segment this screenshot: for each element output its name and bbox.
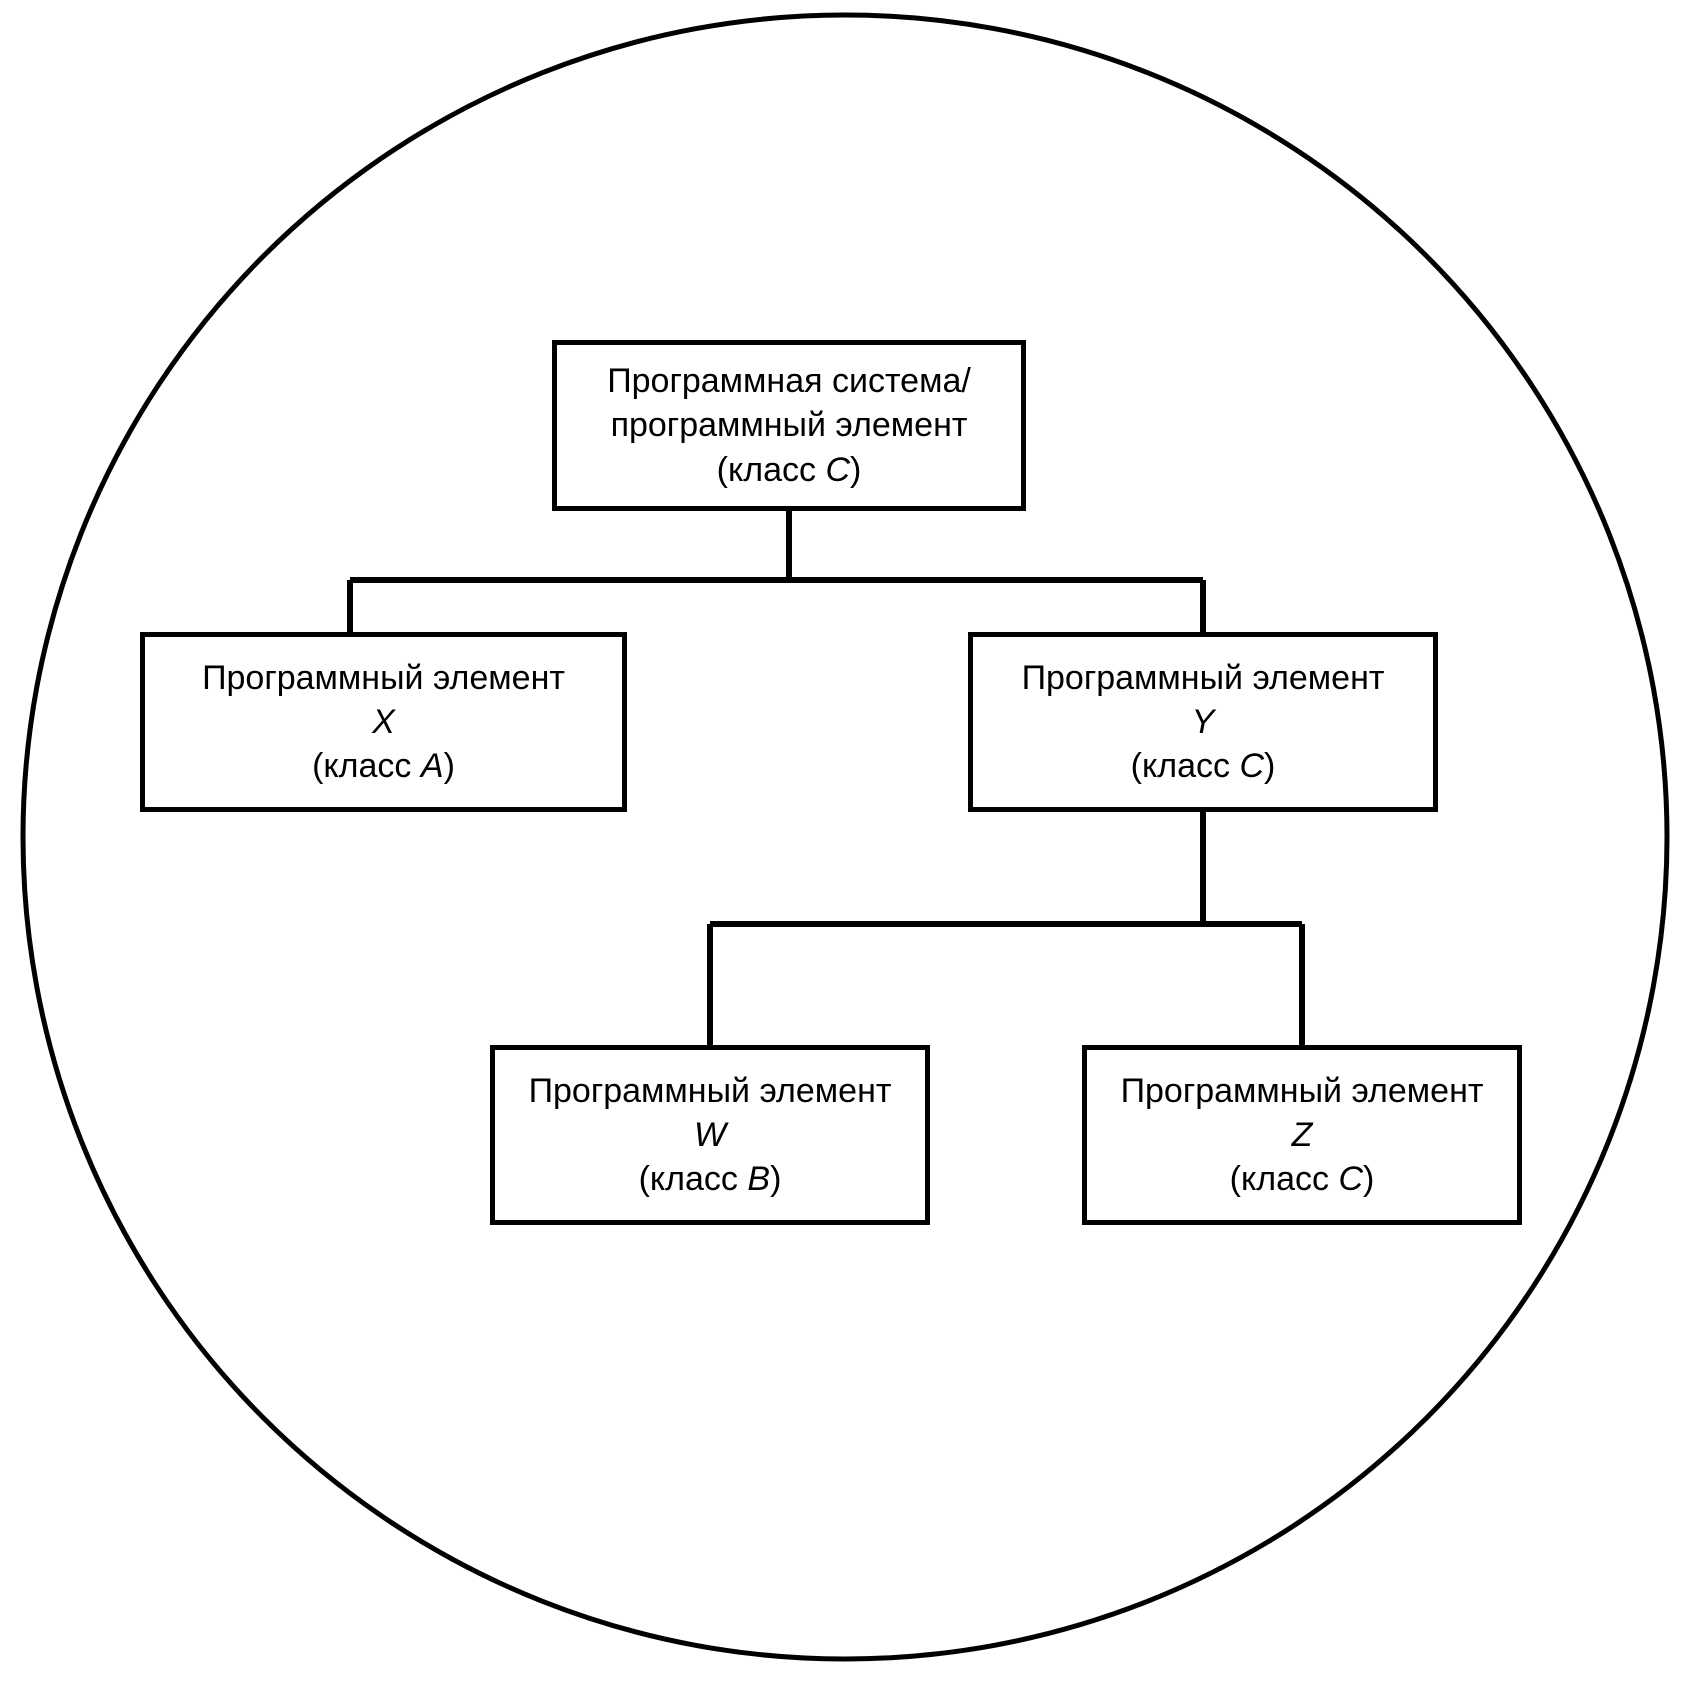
- node-element-y[interactable]: Программный элемент Y (класс C): [968, 632, 1438, 812]
- node-w-identifier: W: [693, 1115, 727, 1154]
- edge-root-to-children: [347, 511, 1206, 634]
- node-root-line-1: Программная система/: [607, 362, 971, 401]
- node-software-system[interactable]: Программная система/ программный элемент…: [552, 340, 1026, 511]
- node-element-w[interactable]: Программный элемент W (класс B): [490, 1045, 930, 1225]
- node-x-class: (класс A): [312, 747, 455, 786]
- boundary-circle: [20, 12, 1670, 1662]
- node-w-class: (класс B): [638, 1160, 782, 1199]
- node-w-line-1: Программный элемент: [528, 1071, 892, 1110]
- node-root-line-3: (класс C): [716, 450, 862, 489]
- node-element-x[interactable]: Программный элемент X (класс A): [140, 632, 627, 812]
- node-y-line-1: Программный элемент: [1021, 658, 1385, 697]
- node-x-line-1: Программный элемент: [202, 658, 565, 697]
- node-y-class: (класс C): [1130, 747, 1276, 786]
- node-z-line-1: Программный элемент: [1120, 1071, 1484, 1110]
- node-root-line-2: программный элемент: [610, 406, 968, 445]
- edge-y-to-children: [707, 812, 1305, 1047]
- node-z-identifier: Z: [1291, 1115, 1313, 1154]
- node-y-identifier: Y: [1191, 702, 1215, 741]
- node-element-z[interactable]: Программный элемент Z (класс C): [1082, 1045, 1522, 1225]
- node-z-class: (класс C): [1229, 1160, 1375, 1199]
- node-x-identifier: X: [372, 702, 395, 741]
